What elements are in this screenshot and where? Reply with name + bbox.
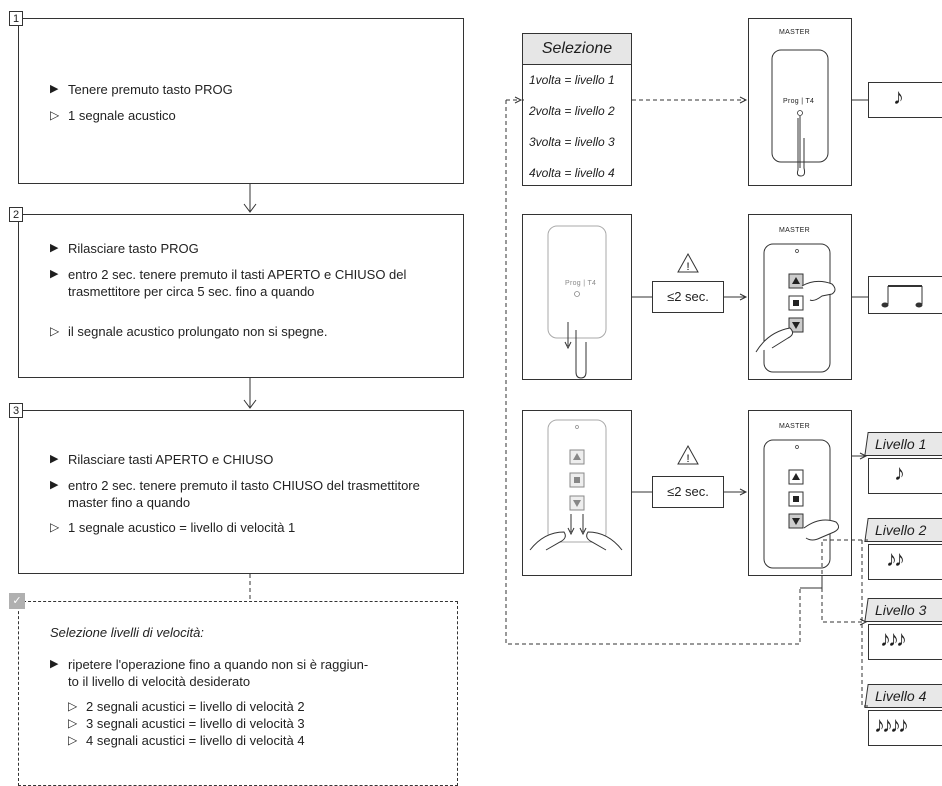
step-1-item-2: 1 segnale acustico (68, 108, 176, 123)
step-3-item-2: entro 2 sec. tenere premuto il tasto CHI… (68, 478, 420, 510)
note-result-2: 3 segnali acustici = livello di velocità… (86, 716, 305, 731)
note-action-line-1: ripetere l'operazione fino a quando non … (68, 657, 369, 672)
step-2-item-2: entro 2 sec. tenere premuto il tasti APE… (68, 267, 407, 299)
sound-box-1 (868, 82, 942, 118)
outline-triangle-icon: ▷ (50, 324, 60, 338)
step-3-item-1: Rilasciare tasti APERTO e CHIUSO (68, 452, 274, 467)
step-1-box (18, 18, 464, 184)
step-1-number: 1 (9, 11, 23, 26)
note-action-line-2: to il livello di velocità desiderato (68, 674, 251, 689)
selection-item-4: 4volta = livello 4 (529, 166, 615, 180)
step-2-item-3: il segnale acustico prolungato non si sp… (68, 324, 328, 339)
remote-prog-release-icon (547, 225, 607, 379)
quad-note-icon: ♪♪♪♪ (874, 712, 909, 737)
note-title: Selezione livelli di velocità: (50, 625, 204, 640)
step-3-box (18, 410, 464, 574)
left-connectors (243, 184, 257, 601)
warning-triangle-icon: ! (677, 444, 699, 465)
svg-text:!: ! (686, 261, 689, 273)
level-4-sound-box (868, 710, 942, 746)
outline-triangle-icon: ▷ (68, 699, 78, 713)
filled-triangle-icon: ▶ (50, 479, 59, 491)
note-icon: ♪ (893, 84, 904, 109)
remote-down-icon (763, 439, 840, 569)
step-2-box (18, 214, 464, 378)
selection-item-3: 3volta = livello 3 (529, 135, 615, 149)
step-2-number: 2 (9, 207, 23, 222)
filled-triangle-icon: ▶ (50, 658, 59, 670)
outline-triangle-icon: ▷ (50, 108, 60, 122)
sound-box-2 (868, 276, 942, 314)
level-3-sound-box (868, 624, 942, 660)
filled-triangle-icon: ▶ (50, 268, 59, 280)
timing-box-2: ≤2 sec. (652, 476, 724, 508)
filled-triangle-icon: ▶ (50, 453, 59, 465)
selection-item-2: 2volta = livello 2 (529, 104, 615, 118)
note-result-3: 4 segnali acustici = livello di velocità… (86, 733, 305, 748)
outline-triangle-icon: ▷ (68, 733, 78, 747)
prog-label: Prog | T4 (783, 98, 815, 105)
master-label: MASTER (779, 29, 810, 36)
filled-triangle-icon: ▶ (50, 83, 59, 95)
note-icon: ♪ (894, 460, 905, 485)
note-result-1: 2 segnali acustici = livello di velocità… (86, 699, 305, 714)
filled-triangle-icon: ▶ (50, 242, 59, 254)
warning-triangle-icon: ! (677, 252, 699, 273)
selection-item-1: 1volta = livello 1 (529, 73, 615, 87)
remote-up-down-icon (755, 243, 836, 373)
long-note-icon (881, 285, 923, 308)
outline-triangle-icon: ▷ (68, 716, 78, 730)
double-note-icon: ♪♪ (886, 546, 905, 571)
step-3-item-3: 1 segnale acustico = livello di velocità… (68, 520, 296, 535)
svg-text:!: ! (686, 453, 689, 465)
outline-triangle-icon: ▷ (50, 520, 60, 534)
selection-box: Selezione 1volta = livello 1 2volta = li… (522, 33, 632, 186)
master-label: MASTER (779, 423, 810, 430)
step-2-item-1: Rilasciare tasto PROG (68, 241, 199, 256)
remote-release-icon (529, 419, 623, 551)
remote-prog-icon (771, 49, 829, 177)
right-connectors (505, 96, 868, 707)
level-1-sound-box (868, 458, 942, 494)
note-box (18, 601, 458, 786)
check-icon: ✓ (9, 593, 25, 609)
master-label: MASTER (779, 227, 810, 234)
step-1-item-1: Tenere premuto tasto PROG (68, 82, 233, 97)
prog-label: Prog | T4 (565, 280, 597, 287)
level-2-sound-box (868, 544, 942, 580)
step-3-number: 3 (9, 403, 23, 418)
triple-note-icon: ♪♪♪ (880, 626, 907, 651)
selection-title: Selezione (523, 34, 631, 65)
timing-box-1: ≤2 sec. (652, 281, 724, 313)
